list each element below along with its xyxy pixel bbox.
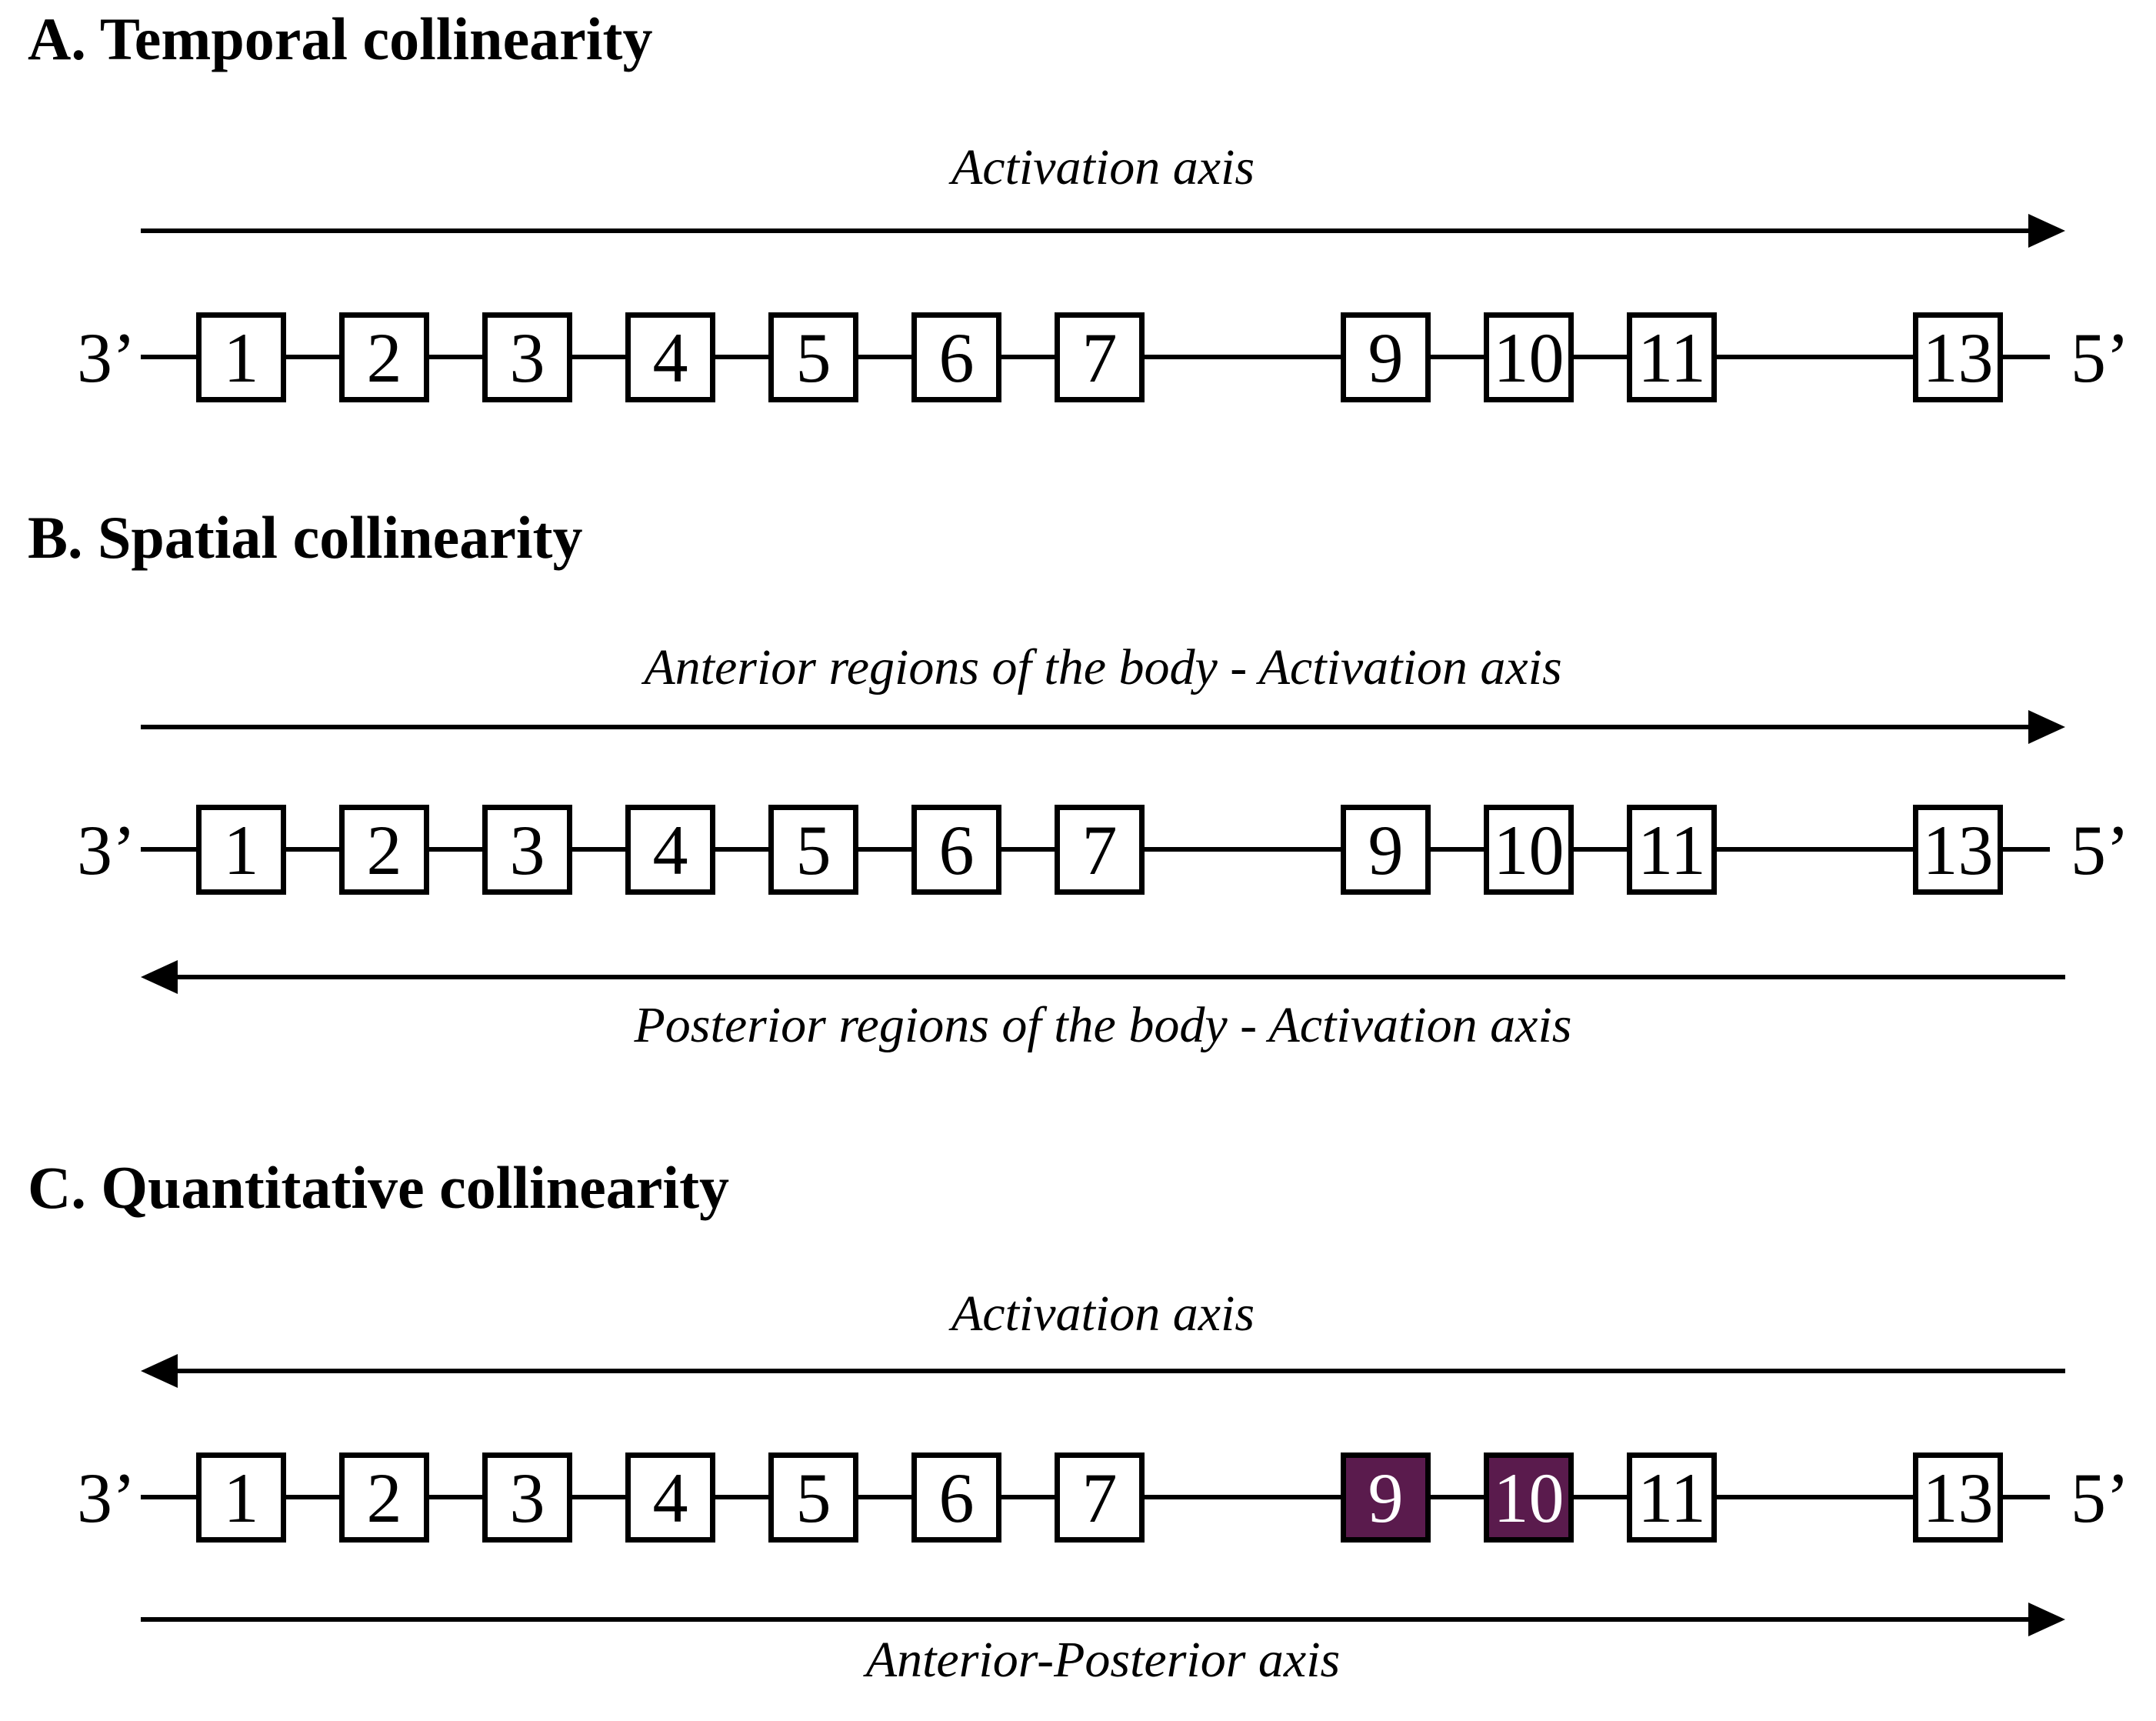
gene-box-5: 5 [768, 312, 858, 402]
arrow-line [141, 1617, 2034, 1622]
panel-b-title: B. Spatial collinearity [28, 504, 583, 571]
arrowhead-right-icon [2028, 710, 2065, 744]
gene-box-1: 1 [196, 805, 286, 895]
arrow-line [172, 1369, 2065, 1373]
posterior-activation-axis-label: Posterior regions of the body - Activati… [634, 997, 1572, 1053]
gene-box-9: 9 [1341, 805, 1431, 895]
gene-box-2: 2 [339, 1453, 429, 1543]
gene-box-10: 10 [1484, 805, 1574, 895]
activation-axis-arrow [141, 214, 2065, 248]
gene-box-2: 2 [339, 312, 429, 402]
gene-box-4: 4 [625, 1453, 715, 1543]
anterior-activation-axis-arrow [141, 710, 2065, 744]
gene-box-1: 1 [196, 312, 286, 402]
arrowhead-left-icon [141, 1354, 178, 1388]
three-prime-label: 3’ [77, 1458, 136, 1537]
gene-box-5: 5 [768, 805, 858, 895]
gene-box-1: 1 [196, 1453, 286, 1543]
gene-box-4: 4 [625, 312, 715, 402]
anterior-activation-axis-label: Anterior regions of the body - Activatio… [644, 639, 1562, 695]
gene-box-6: 6 [911, 312, 1001, 402]
five-prime-label: 5’ [2071, 318, 2130, 397]
panel-a-title: A. Temporal collinearity [28, 5, 653, 72]
gene-box-3: 3 [482, 805, 572, 895]
three-prime-label: 3’ [77, 810, 136, 889]
arrow-line [141, 228, 2034, 233]
gene-box-10: 10 [1484, 312, 1574, 402]
arrow-line [141, 725, 2034, 729]
arrowhead-right-icon [2028, 214, 2065, 248]
gene-box-6: 6 [911, 1453, 1001, 1543]
gene-box-5: 5 [768, 1453, 858, 1543]
gene-box-11: 11 [1627, 1453, 1717, 1543]
five-prime-label: 5’ [2071, 810, 2130, 889]
arrowhead-right-icon [2028, 1603, 2065, 1636]
gene-box-11: 11 [1627, 805, 1717, 895]
gene-box-9: 9 [1341, 1453, 1431, 1543]
panel-c-title: C. Quantitative collinearity [28, 1154, 730, 1221]
gene-box-3: 3 [482, 1453, 572, 1543]
gene-box-6: 6 [911, 805, 1001, 895]
anterior-posterior-axis-label: Anterior-Posterior axis [865, 1632, 1341, 1688]
gene-box-4: 4 [625, 805, 715, 895]
gene-box-7: 7 [1055, 805, 1145, 895]
activation-axis-arrow [141, 1354, 2065, 1388]
gene-box-9: 9 [1341, 312, 1431, 402]
gene-box-10: 10 [1484, 1453, 1574, 1543]
gene-box-13: 13 [1913, 312, 2003, 402]
five-prime-label: 5’ [2071, 1458, 2130, 1537]
gene-box-7: 7 [1055, 312, 1145, 402]
gene-box-2: 2 [339, 805, 429, 895]
gene-cluster-row: 3’ 1 2 3 4 5 6 7 9 10 11 13 5’ [0, 805, 2156, 895]
anterior-posterior-axis-arrow [141, 1603, 2065, 1636]
gene-box-13: 13 [1913, 1453, 2003, 1543]
three-prime-label: 3’ [77, 318, 136, 397]
activation-axis-label: Activation axis [951, 1286, 1255, 1342]
gene-box-3: 3 [482, 312, 572, 402]
posterior-activation-axis-arrow [141, 960, 2065, 994]
gene-box-7: 7 [1055, 1453, 1145, 1543]
gene-cluster-row: 3’ 1 2 3 4 5 6 7 9 10 11 13 5’ [0, 1453, 2156, 1543]
gene-cluster-row: 3’ 1 2 3 4 5 6 7 9 10 11 13 5’ [0, 312, 2156, 402]
gene-box-13: 13 [1913, 805, 2003, 895]
activation-axis-label: Activation axis [951, 139, 1255, 195]
gene-box-11: 11 [1627, 312, 1717, 402]
arrowhead-left-icon [141, 960, 178, 994]
arrow-line [172, 975, 2065, 979]
